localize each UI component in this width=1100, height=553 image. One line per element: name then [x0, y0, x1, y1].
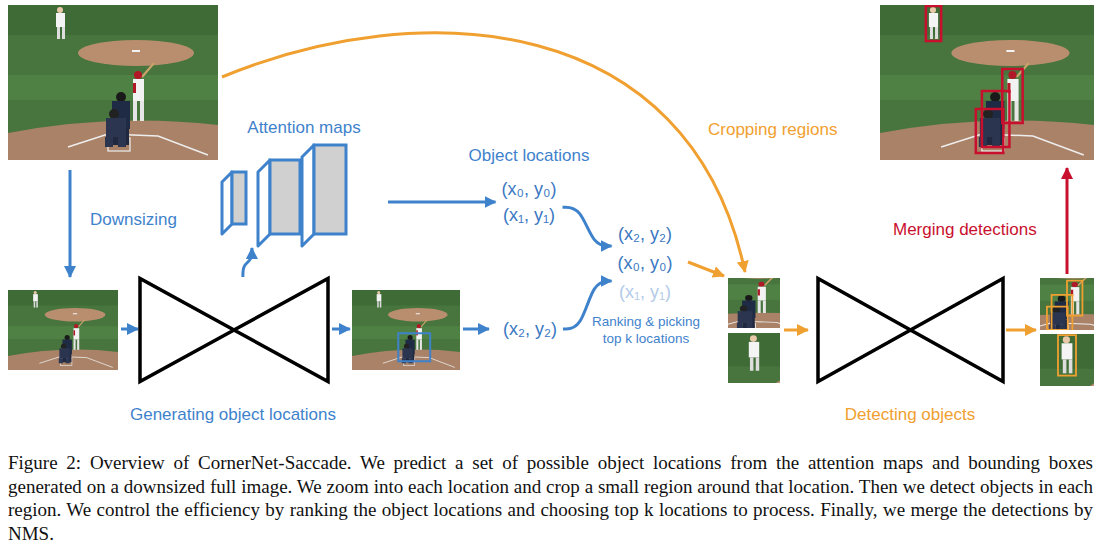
coordinate-text: (x₂, y₂) — [503, 316, 557, 342]
coordinate-text: (x₀, y₀) — [618, 249, 673, 278]
downsized-photo — [8, 290, 118, 370]
step-note: Ranking & picking top k locations — [585, 313, 707, 347]
flow-connector — [243, 248, 252, 277]
feature-map — [258, 160, 300, 246]
hourglass-network: Generating object locations — [118, 277, 348, 427]
hourglass-shape — [118, 277, 348, 383]
hourglass-shape — [810, 277, 1010, 383]
location-list: (x₂, y₂) — [497, 316, 563, 342]
flow-connector — [563, 207, 612, 246]
flow-arrow — [784, 329, 808, 332]
flow-arrow — [463, 328, 489, 331]
flow-arrow — [1006, 329, 1036, 332]
step-label: Merging detections — [893, 220, 1037, 240]
faded-coordinate: (x₁, y₁) — [619, 278, 671, 307]
boxed-photo — [352, 290, 460, 370]
predicted-box — [398, 333, 430, 361]
downsize-arrow — [69, 170, 72, 277]
attention-maps: Attention maps — [220, 118, 388, 248]
flow-arrow — [688, 262, 724, 276]
crop-arrow — [222, 33, 745, 272]
attention-map-stack — [220, 118, 388, 248]
input-photo — [8, 5, 218, 160]
ranked-location-list: (x₂, y₂)(x₀, y₀)(x₁, y₁) — [612, 220, 679, 307]
step-label: Cropping regions — [708, 120, 837, 140]
coordinate-text: (x₂, y₂) — [618, 220, 672, 249]
flow-arrow — [121, 328, 138, 331]
merge-arrow — [1066, 168, 1069, 274]
hourglass-network: Detecting objects — [810, 277, 1010, 427]
flow-arrow — [332, 328, 350, 331]
feature-map — [222, 172, 246, 234]
final-detections-photo — [880, 5, 1094, 160]
section-heading: Object locations — [469, 146, 590, 166]
coordinate-text: (x₀, y₀) — [502, 176, 557, 202]
figure-caption: Figure 2: Overview of CornerNet-Saccade.… — [8, 451, 1093, 545]
flow-connector — [388, 201, 496, 204]
coordinate-text: (x₁, y₁) — [503, 202, 555, 228]
detection-crop — [974, 239, 1100, 340]
node-label: Generating object locations — [130, 405, 336, 425]
step-label: Downsizing — [90, 210, 177, 230]
location-list: Object locations(x₀, y₀)(x₁, y₁) — [496, 176, 563, 228]
node-label: Detecting objects — [845, 405, 975, 425]
node-label: Attention maps — [247, 118, 360, 138]
feature-map — [302, 145, 346, 246]
